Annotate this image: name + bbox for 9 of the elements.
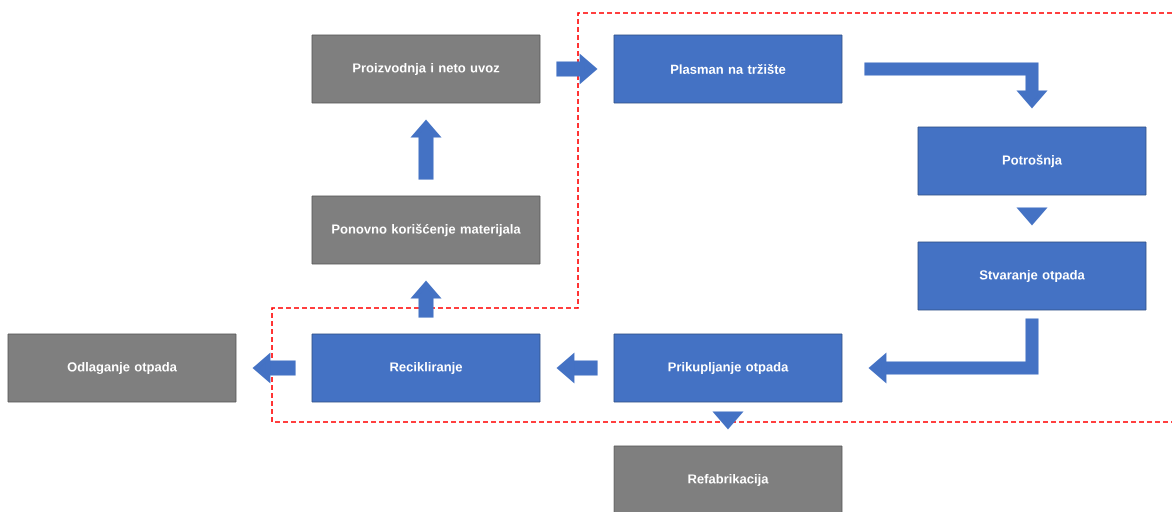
process-box: Plasman na tržište xyxy=(613,34,843,104)
process-box: Potrošnja xyxy=(917,126,1147,196)
process-box: Ponovno korišćenje materijala xyxy=(311,195,541,265)
process-box: Odlaganje otpada xyxy=(7,333,237,403)
process-box: Prikupljanje otpada xyxy=(613,333,843,403)
process-box: Refabrikacija xyxy=(613,445,843,512)
process-box: Recikliranje xyxy=(311,333,541,403)
process-box: Stvaranje otpada xyxy=(917,241,1147,311)
process-box: Proizvodnja i neto uvoz xyxy=(311,34,541,104)
